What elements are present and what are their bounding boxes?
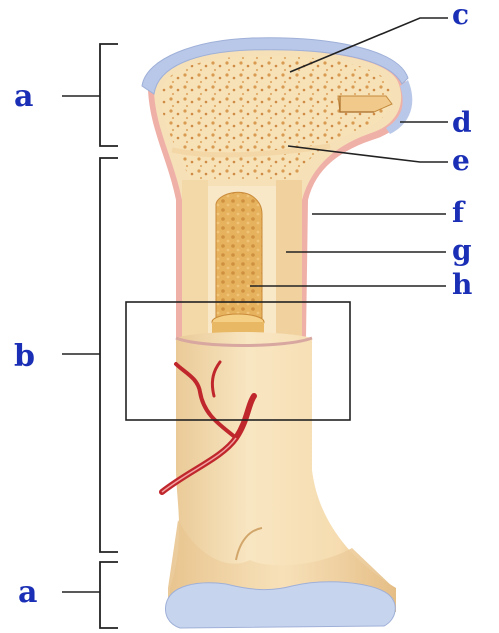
label-b: b: [14, 339, 35, 374]
label-c: c: [452, 0, 469, 31]
lower-shaft: [162, 332, 396, 628]
label-e: e: [452, 144, 470, 177]
compact-bone-right: [276, 180, 302, 338]
label-d: d: [452, 106, 472, 139]
compact-bone-left: [182, 180, 208, 338]
bracket-a-top: [100, 44, 118, 146]
label-h: h: [452, 268, 472, 301]
label-g: g: [452, 234, 472, 267]
upper-bone-section: [142, 38, 412, 346]
label-a-bottom: a: [18, 575, 37, 610]
articular-cartilage-bottom: [166, 582, 396, 628]
yellow-marrow: [216, 192, 262, 318]
label-f: f: [452, 196, 466, 229]
bracket-b: [100, 158, 118, 552]
spongy-bone: [160, 56, 392, 180]
brackets: [62, 44, 118, 628]
bracket-a-bottom: [100, 562, 118, 628]
label-a-top: a: [14, 79, 33, 114]
